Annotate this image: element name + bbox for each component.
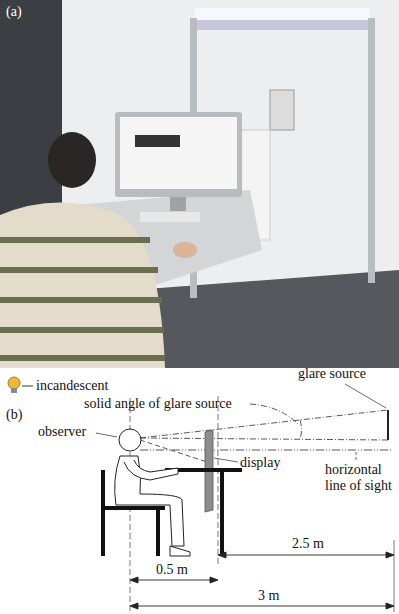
panel-label: (b) xyxy=(6,407,22,423)
callout-label: glare source xyxy=(298,366,366,382)
callout-label: horizontal line of sight xyxy=(325,462,397,494)
dimension-label: 0.5 m xyxy=(156,562,188,578)
legend-text: incandescent xyxy=(36,378,108,394)
dimension-label: 3 m xyxy=(258,588,279,604)
dimension-label: 2.5 m xyxy=(292,536,324,552)
callout-label: display xyxy=(240,455,280,471)
callout-label: solid angle of glare source xyxy=(84,396,232,412)
callout-label: observer xyxy=(38,424,86,440)
panel-label: (a) xyxy=(6,4,22,20)
